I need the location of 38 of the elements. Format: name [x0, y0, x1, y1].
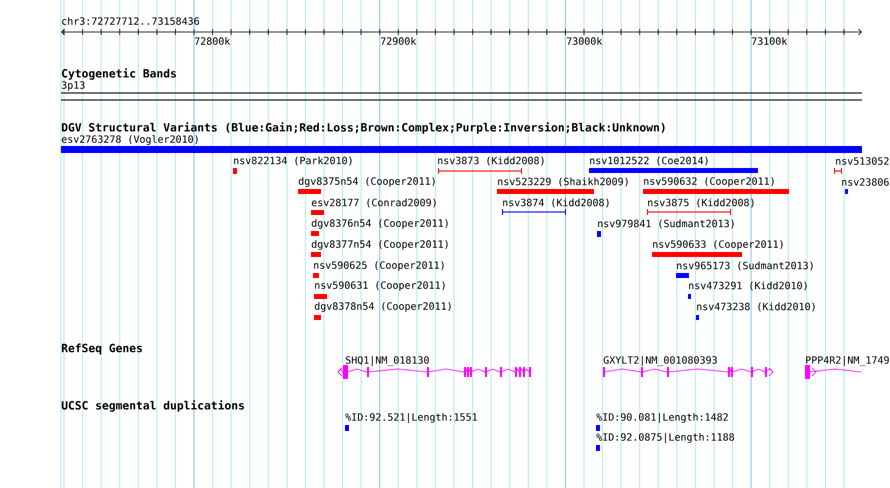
- variant-label: esv2763278 (Vogler2010): [62, 135, 198, 145]
- gene-label: PPP4R2|NM_1749: [806, 356, 889, 366]
- variant-label: esv28177 (Conrad2009): [312, 198, 436, 208]
- variant-label: nsv1012522 (Coe2014): [590, 156, 708, 166]
- ruler-label: 73100k: [752, 37, 788, 45]
- variant-label: nsv822134 (Park2010): [234, 156, 352, 166]
- variant-label: nsv3873 (Kidd2008): [438, 156, 544, 166]
- duplication-label: %ID:92.521|Length:1551: [345, 413, 477, 423]
- variant-label: dgv8378n54 (Cooper2011): [314, 302, 451, 312]
- ruler-label: 73000k: [566, 37, 602, 45]
- duplication-label: %ID:92.0875|Length:1188: [596, 433, 734, 443]
- variant-label: nsv513052: [836, 157, 889, 165]
- variant-label: nsv590633 (Cooper2011): [653, 240, 783, 250]
- gene-label: GXYLT2|NM_001080393: [604, 356, 717, 366]
- track-title: UCSC segmental duplications: [62, 400, 244, 412]
- variant-label: nsv590625 (Cooper2011): [314, 261, 444, 271]
- track-title: RefSeq Genes: [62, 344, 142, 354]
- variant-label: dgv8376n54 (Cooper2011): [312, 219, 448, 229]
- position-label: chr3:72727712..73158436: [62, 17, 200, 25]
- variant-label: nsv473238 (Kidd2010): [697, 302, 815, 312]
- ruler-label: 72900k: [380, 37, 416, 45]
- variant-label: nsv979841 (Sudmant2013): [598, 220, 734, 228]
- variant-label: nsv3875 (Kidd2008): [648, 198, 754, 208]
- variant-label: nsv590631 (Cooper2011): [315, 281, 445, 291]
- gene-label: SHQ1|NM_018130: [346, 356, 429, 366]
- variant-label: nsv965173 (Sudmant2013): [677, 262, 813, 270]
- ruler-label: 72800k: [194, 37, 230, 45]
- variant-label: nsv23806: [842, 178, 889, 186]
- duplication-label: %ID:90.081|Length:1482: [596, 413, 728, 423]
- track-title: Cytogenetic Bands: [62, 68, 176, 80]
- track-title: DGV Structural Variants (Blue:Gain;Red:Loss;Brown:Complex;Purple:Inversion;Black:Unknown): [62, 122, 665, 134]
- variant-label: nsv590632 (Cooper2011): [644, 177, 774, 187]
- variant-label: nsv523229 (Shaikh2009): [498, 178, 628, 186]
- variant-label: dgv8377n54 (Cooper2011): [312, 240, 448, 250]
- variant-label: dgv8375n54 (Cooper2011): [298, 177, 435, 187]
- variant-label: nsv473291 (Kidd2010): [689, 282, 807, 290]
- variant-label: nsv3874 (Kidd2008): [503, 198, 608, 208]
- band-label: 3p13: [62, 81, 85, 91]
